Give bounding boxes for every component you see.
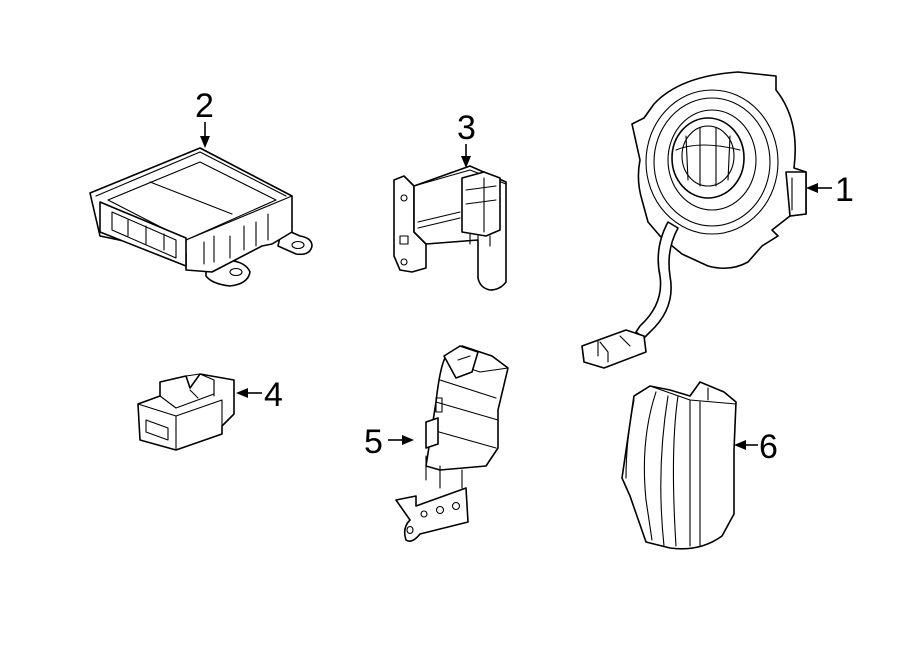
part-1-clock-spring xyxy=(581,71,807,369)
callout-4-number: 4 xyxy=(264,376,283,414)
callout-6: 6 xyxy=(734,428,778,466)
part-6-trim-cover xyxy=(621,381,737,550)
part-5-sensor-bracket xyxy=(395,345,509,542)
callout-6-number: 6 xyxy=(759,428,778,466)
callout-3-arrowhead xyxy=(461,156,471,168)
callout-5: 5 xyxy=(364,423,414,461)
callout-3: 3 xyxy=(457,109,476,168)
callout-1-number: 1 xyxy=(835,171,854,209)
part-4-sensor xyxy=(137,373,235,451)
callout-4: 4 xyxy=(236,376,283,414)
callout-5-arrowhead xyxy=(402,435,414,445)
part-2-control-module xyxy=(89,147,313,287)
callout-2-number: 2 xyxy=(195,87,214,125)
callout-2-arrowhead xyxy=(200,136,210,148)
callout-1: 1 xyxy=(806,171,854,209)
callout-1-arrowhead xyxy=(806,183,818,193)
callout-6-arrowhead xyxy=(734,440,746,450)
callout-3-number: 3 xyxy=(457,109,476,147)
callout-5-number: 5 xyxy=(364,423,383,461)
callout-2: 2 xyxy=(195,87,214,148)
callout-4-arrowhead xyxy=(236,388,248,398)
part-3-bracket-sensor xyxy=(393,165,507,291)
